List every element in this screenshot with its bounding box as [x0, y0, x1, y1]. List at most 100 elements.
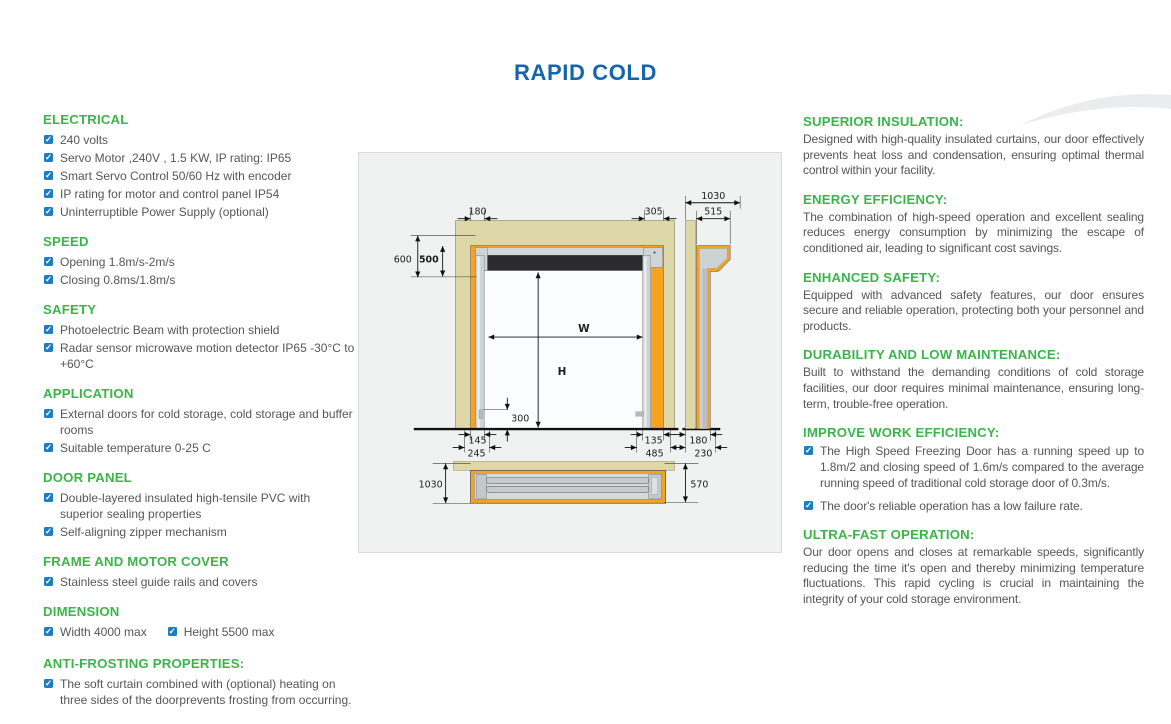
list-item-text: Stainless steel guide rails and covers	[60, 575, 258, 589]
list-item-text: The door's reliable operation has a low …	[820, 499, 1083, 514]
section-safety: SAFETY ✓Photoelectric Beam with protecti…	[43, 302, 356, 372]
list-item: ✓ IP rating for motor and control panel I…	[43, 186, 356, 202]
check-icon: ✓	[44, 206, 53, 216]
photo-sensor-right	[635, 411, 644, 417]
section-application: APPLICATION ✓ External doors for cold sto…	[43, 386, 356, 456]
list-item-text: Servo Motor ,240V , 1.5 KW, IP rating: I…	[60, 151, 292, 165]
dimension-lines	[415, 200, 741, 504]
list-item-text: Uninterruptible Power Supply (optional)	[60, 205, 269, 219]
section-heading: ENHANCED SAFETY:	[803, 269, 941, 285]
check-icon: ✓	[167, 626, 177, 636]
check-icon: ✓	[44, 576, 53, 586]
list-item-text: The soft curtain combined with (optional…	[60, 677, 352, 707]
check-icon: ✓	[44, 274, 53, 284]
list-item-text: 240 volts	[60, 133, 109, 147]
list-item: ✓ Closing 0.8ms/1.8m/s	[43, 272, 356, 288]
section-frame-motor-cover: FRAME AND MOTOR COVER ✓ Stainless steel g…	[43, 554, 356, 590]
section-heading: FRAME AND MOTOR COVER	[43, 554, 229, 569]
spec-column: ELECTRICAL ✓ 240 volts ✓ Servo Motor ,240V…	[43, 112, 356, 710]
section-heading: IMPROVE WORK EFFICIENCY:	[803, 425, 1000, 441]
list-item: ✓ Stainless steel guide rails and covers	[43, 574, 356, 590]
list-item: ✓Photoelectric Beam with protection shie…	[43, 322, 356, 338]
section-heading: DIMENSION	[43, 604, 120, 619]
list-item-text: Radar sensor microwave motion detector I…	[60, 341, 355, 371]
check-icon: ✓	[44, 626, 53, 636]
door-technical-drawing: 180 305 1030 515 600 500 W H 300 145 245…	[358, 152, 782, 553]
section-heading: ULTRA-FAST OPERATION:	[803, 527, 975, 543]
list-item: ✓The door's reliable operation has a low…	[803, 498, 1144, 514]
section-heading: ELECTRICAL	[43, 112, 129, 127]
section-energy-efficiency: ENERGY EFFICIENCY: The combination of hi…	[803, 192, 1144, 257]
dim-label-515: 515	[704, 207, 722, 218]
list-item: ✓The High Speed Freezing Door has a runn…	[803, 443, 1144, 491]
list-item-text: The High Speed Freezing Door has a runni…	[820, 444, 1144, 491]
section-paragraph: Built to withstand the demanding conditi…	[803, 365, 1144, 411]
section-paragraph: Designed with high-quality insulated cur…	[803, 132, 1144, 178]
list-item: ✓ Servo Motor ,240V , 1.5 KW, IP rating: …	[43, 150, 356, 166]
list-item-text: IP rating for motor and control panel IP…	[60, 187, 280, 201]
section-paragraph: Equipped with advanced safety features, …	[803, 287, 1144, 333]
dim-label-height: H	[558, 366, 567, 378]
check-icon: ✓	[44, 152, 53, 162]
dim-label-570: 570	[690, 479, 708, 490]
curtain-roll-bar-1	[486, 477, 649, 484]
list-item: ✓Self-aligning zipper mechanism	[43, 524, 356, 540]
wall-plan	[453, 461, 675, 471]
dim-label-180-right: 180	[689, 436, 707, 447]
list-item: ✓Double-layered insulated high-tensile P…	[43, 490, 356, 522]
list-item: ✓Suitable temperature 0-25 C	[43, 440, 356, 456]
check-icon: ✓	[44, 170, 53, 180]
section-paragraph: The combination of high-speed operation …	[803, 209, 1144, 255]
section-heading: APPLICATION	[43, 386, 134, 401]
check-icon: ✓	[44, 678, 53, 688]
dim-label-1030-plan: 1030	[419, 479, 443, 490]
end-cap-right-detail	[651, 477, 658, 495]
section-heading: ENERGY EFFICIENCY:	[803, 191, 948, 207]
section-dimension: DIMENSION ✓ Width 4000 max ✓Height 5500 m…	[43, 604, 356, 642]
guide-rail-right-highlight	[644, 256, 647, 428]
end-cap-left	[476, 474, 487, 499]
dim-label-width: W	[578, 323, 590, 335]
section-heading: SUPERIOR INSULATION:	[803, 114, 964, 129]
section-electrical: ELECTRICAL ✓ 240 volts ✓ Servo Motor ,240V…	[43, 112, 356, 220]
photo-sensor-left	[478, 409, 484, 419]
list-item: ✓ External doors for cold storage, cold s…	[43, 406, 356, 438]
section-speed: SPEED ✓ Opening 1.8m/s-2m/s ✓ Closing 0.8m…	[43, 234, 356, 288]
check-icon: ✓	[44, 408, 53, 418]
check-icon: ✓	[44, 324, 53, 334]
guide-rail-left-highlight	[477, 256, 481, 428]
section-heading: DOOR PANEL	[43, 470, 132, 485]
list-item: ✓ Uninterruptible Power Supply (optional)	[43, 204, 356, 220]
list-item-text: Double-layered insulated high-tensile PV…	[60, 491, 311, 521]
list-item: ✓ 240 volts	[43, 132, 356, 148]
section-heading: SAFETY	[43, 302, 97, 317]
section-ultra-fast-operation: ULTRA-FAST OPERATION: Our door opens and…	[803, 527, 1144, 607]
motor-bolt	[653, 251, 656, 254]
list-item-text: Width 4000 max	[60, 625, 147, 639]
dim-label-230: 230	[694, 448, 712, 459]
list-item: ✓Height 5500 max	[167, 624, 274, 640]
check-icon: ✓	[44, 188, 53, 198]
dim-label-305: 305	[645, 207, 663, 218]
dim-label-500: 500	[419, 254, 439, 265]
door-drawing-svg: 180 305 1030 515 600 500 W H 300 145 245…	[394, 191, 741, 504]
list-item-text: External doors for cold storage, cold st…	[60, 407, 353, 437]
curtain-roll-bar-2	[486, 486, 649, 493]
section-door-panel: DOOR PANEL ✓Double-layered insulated hig…	[43, 470, 356, 540]
dim-label-600: 600	[394, 254, 412, 265]
dimension-row: ✓ Width 4000 max ✓Height 5500 max	[43, 624, 356, 642]
check-icon: ✓	[44, 134, 53, 144]
list-item: ✓ Opening 1.8m/s-2m/s	[43, 254, 356, 270]
list-item-text: Closing 0.8ms/1.8m/s	[60, 273, 176, 287]
section-heading: DURABILITY AND LOW MAINTENANCE:	[803, 347, 1061, 363]
section-heading: SPEED	[43, 234, 89, 249]
dim-label-1030-top: 1030	[701, 191, 725, 202]
list-item-text: Opening 1.8m/s-2m/s	[60, 255, 175, 269]
list-item-text: Self-aligning zipper mechanism	[60, 525, 227, 539]
check-icon: ✓	[44, 256, 53, 266]
section-paragraph: Our door opens and closes at remarkable …	[803, 545, 1144, 606]
features-column: SUPERIOR INSULATION: Designed with high-…	[803, 114, 1144, 621]
list-item: ✓ The soft curtain combined with (optiona…	[43, 676, 356, 708]
check-icon: ✓	[44, 442, 53, 452]
wall-section	[685, 220, 696, 429]
